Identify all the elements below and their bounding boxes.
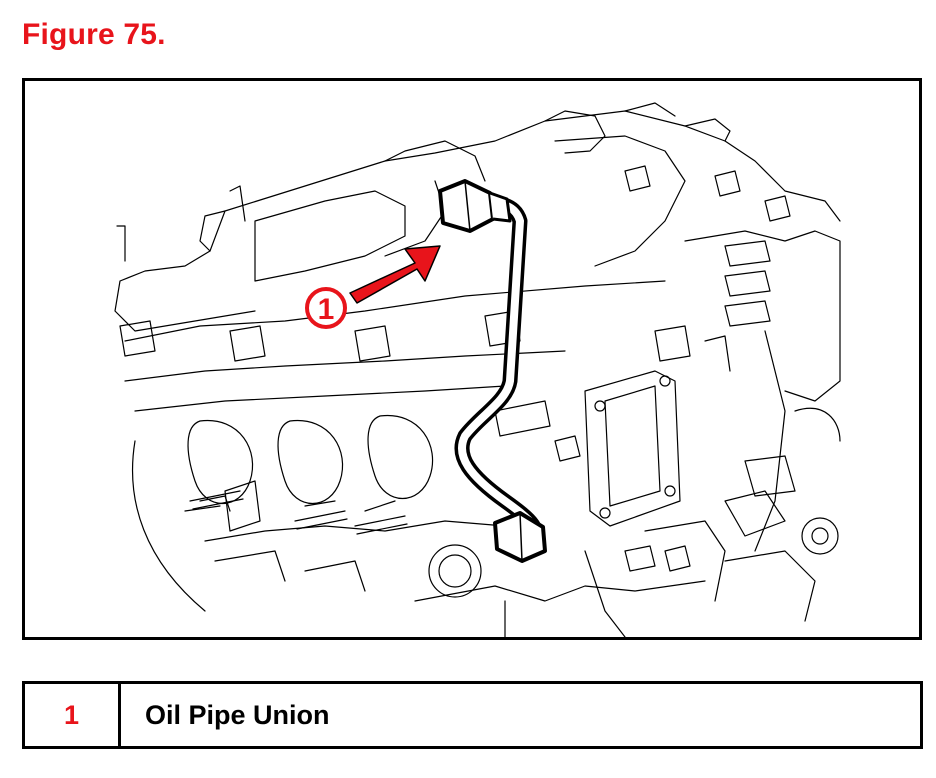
figure-title: Figure 75. <box>22 18 166 51</box>
engine-illustration: 1 <box>114 102 841 637</box>
oil-pipe-union-top <box>438 179 512 233</box>
legend-label: Oil Pipe Union <box>145 699 330 730</box>
callout-number: 1 <box>318 293 335 326</box>
callout-arrow <box>349 245 441 304</box>
engine-block-outline <box>114 102 841 637</box>
legend-number: 1 <box>25 684 121 746</box>
oil-pipe-union-bottom <box>493 511 547 563</box>
legend-table: 1 Oil Pipe Union <box>22 681 923 749</box>
callout-badge: 1 <box>305 287 347 329</box>
figure-frame: 1 <box>22 78 922 640</box>
oil-pipe <box>454 196 544 554</box>
